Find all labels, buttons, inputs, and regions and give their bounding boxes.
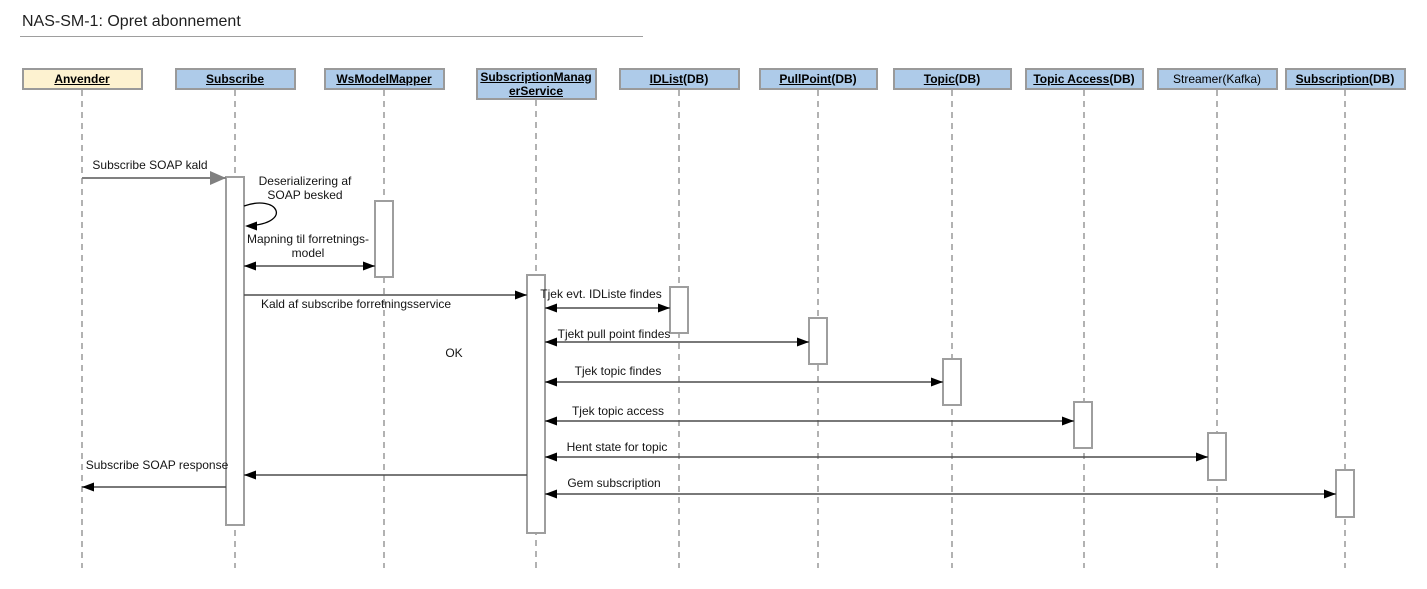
arrowhead-hent-state-for-topic [545, 452, 557, 462]
participant-label: Streamer(Kafka) [1173, 72, 1261, 86]
arrowhead-tjekt-pull-point-findes [797, 337, 809, 347]
activation-pullpoint-db [808, 317, 828, 365]
message-label-subscribe-soap-response: Subscribe SOAP response [85, 458, 229, 472]
message-label-subscribe-soap-kald: Subscribe SOAP kald [92, 158, 208, 172]
message-label-tjekt-pull-point-findes: Tjekt pull point findes [557, 327, 671, 341]
diagram-title: NAS-SM-1: Opret abonnement [22, 13, 241, 30]
participant-label-segment: (DB) [831, 71, 857, 86]
message-label-mapning-til-forretningsmodel: Mapning til forretnings- model [246, 232, 370, 261]
message-label-kald-af-subscribe-forretningsservice: Kald af subscribe forretningsservice [260, 297, 452, 311]
arrowhead-tjek-evt-idliste-findes [545, 303, 557, 313]
participant-label-segment: Subscription [1295, 71, 1369, 86]
participant-pullpoint-db: PullPoint(DB) [758, 68, 878, 90]
arrowhead-tjek-topic-findes [545, 377, 557, 387]
participant-label: Subscription(DB) [1296, 72, 1395, 86]
participant-label-segment: (DB) [954, 71, 981, 86]
participant-label-segment: SubscriptionManagerService [480, 69, 592, 98]
arrowhead-deserializering-self-call [245, 221, 257, 231]
message-label-tjek-evt-idliste-findes: Tjek evt. IDListe findes [540, 287, 662, 301]
self-message-loop-deserializering-self-call [243, 202, 277, 227]
arrowhead-tjekt-pull-point-findes [545, 337, 557, 347]
participant-topic-access-db: Topic Access(DB) [1024, 68, 1144, 90]
participant-wsmodelmapper: WsModelMapper [323, 68, 445, 90]
participant-label: PullPoint(DB) [779, 72, 856, 86]
participant-label-segment: Streamer(Kafka) [1172, 71, 1262, 86]
participant-subscribe: Subscribe [174, 68, 296, 90]
activation-topic-access-db [1073, 401, 1093, 449]
activation-subscriptionmanagerservice [526, 274, 546, 534]
arrowhead-gem-subscription [545, 489, 557, 499]
message-label-tjek-topic-access: Tjek topic access [571, 404, 665, 418]
participant-topic-db: Topic(DB) [892, 68, 1012, 90]
activation-idlist-db [669, 286, 689, 334]
arrowhead-gem-subscription [1324, 489, 1336, 499]
arrowhead-mapning-til-forretningsmodel [363, 261, 375, 271]
arrowhead-return-to-subscribe [244, 470, 256, 480]
participant-label-segment: PullPoint [779, 71, 832, 86]
arrowhead-mapning-til-forretningsmodel [244, 261, 256, 271]
participant-label: Topic Access(DB) [1033, 72, 1134, 86]
participant-label-segment: WsModelMapper [336, 71, 432, 86]
arrowhead-tjek-topic-access [1062, 416, 1074, 426]
participant-label-segment: (DB) [1369, 71, 1395, 86]
activation-streamer-kafka [1207, 432, 1227, 481]
participant-subscription-db: Subscription(DB) [1284, 68, 1406, 90]
participant-label-segment: (DB) [1109, 71, 1135, 86]
participant-label-segment: Topic [923, 71, 955, 86]
activation-topic-db [942, 358, 962, 406]
message-label-ok-return-label: OK [445, 346, 463, 360]
title-underline [20, 36, 643, 37]
participant-label-segment: Anvender [54, 71, 110, 86]
participant-idlist-db: IDList(DB) [618, 68, 740, 90]
participant-streamer-kafka: Streamer(Kafka) [1156, 68, 1278, 90]
message-label-deserializering-self-call: Deserializering af SOAP besked [258, 174, 352, 203]
participant-label: WsModelMapper [336, 72, 431, 86]
participant-label-segment: IDList [649, 71, 683, 86]
participant-label: Subscribe [206, 72, 264, 86]
activation-wsmodelmapper [374, 200, 394, 278]
arrowhead-tjek-topic-findes [931, 377, 943, 387]
participant-label: SubscriptionManagerService [480, 70, 593, 99]
participant-label-segment: Subscribe [205, 71, 265, 86]
arrowhead-tjek-evt-idliste-findes [658, 303, 670, 313]
participant-label: Anvender [54, 72, 109, 86]
arrowhead-kald-af-subscribe-forretningsservice [515, 290, 527, 300]
message-label-gem-subscription: Gem subscription [567, 476, 661, 490]
arrowhead-hent-state-for-topic [1196, 452, 1208, 462]
message-label-tjek-topic-findes: Tjek topic findes [574, 364, 662, 378]
arrowhead-subscribe-soap-response [82, 482, 94, 492]
message-label-hent-state-for-topic: Hent state for topic [566, 440, 668, 454]
activation-subscription-db [1335, 469, 1355, 518]
participant-subscriptionmanagerservice: SubscriptionManagerService [475, 68, 597, 100]
arrowhead-subscribe-soap-kald [210, 171, 226, 185]
participant-label: IDList(DB) [650, 72, 709, 86]
participant-anvender: Anvender [21, 68, 143, 90]
arrowhead-tjek-topic-access [545, 416, 557, 426]
participant-label-segment: Topic Access [1033, 71, 1110, 86]
participant-label: Topic(DB) [924, 72, 980, 86]
participant-label-segment: (DB) [683, 71, 709, 86]
activation-subscribe [225, 176, 245, 526]
